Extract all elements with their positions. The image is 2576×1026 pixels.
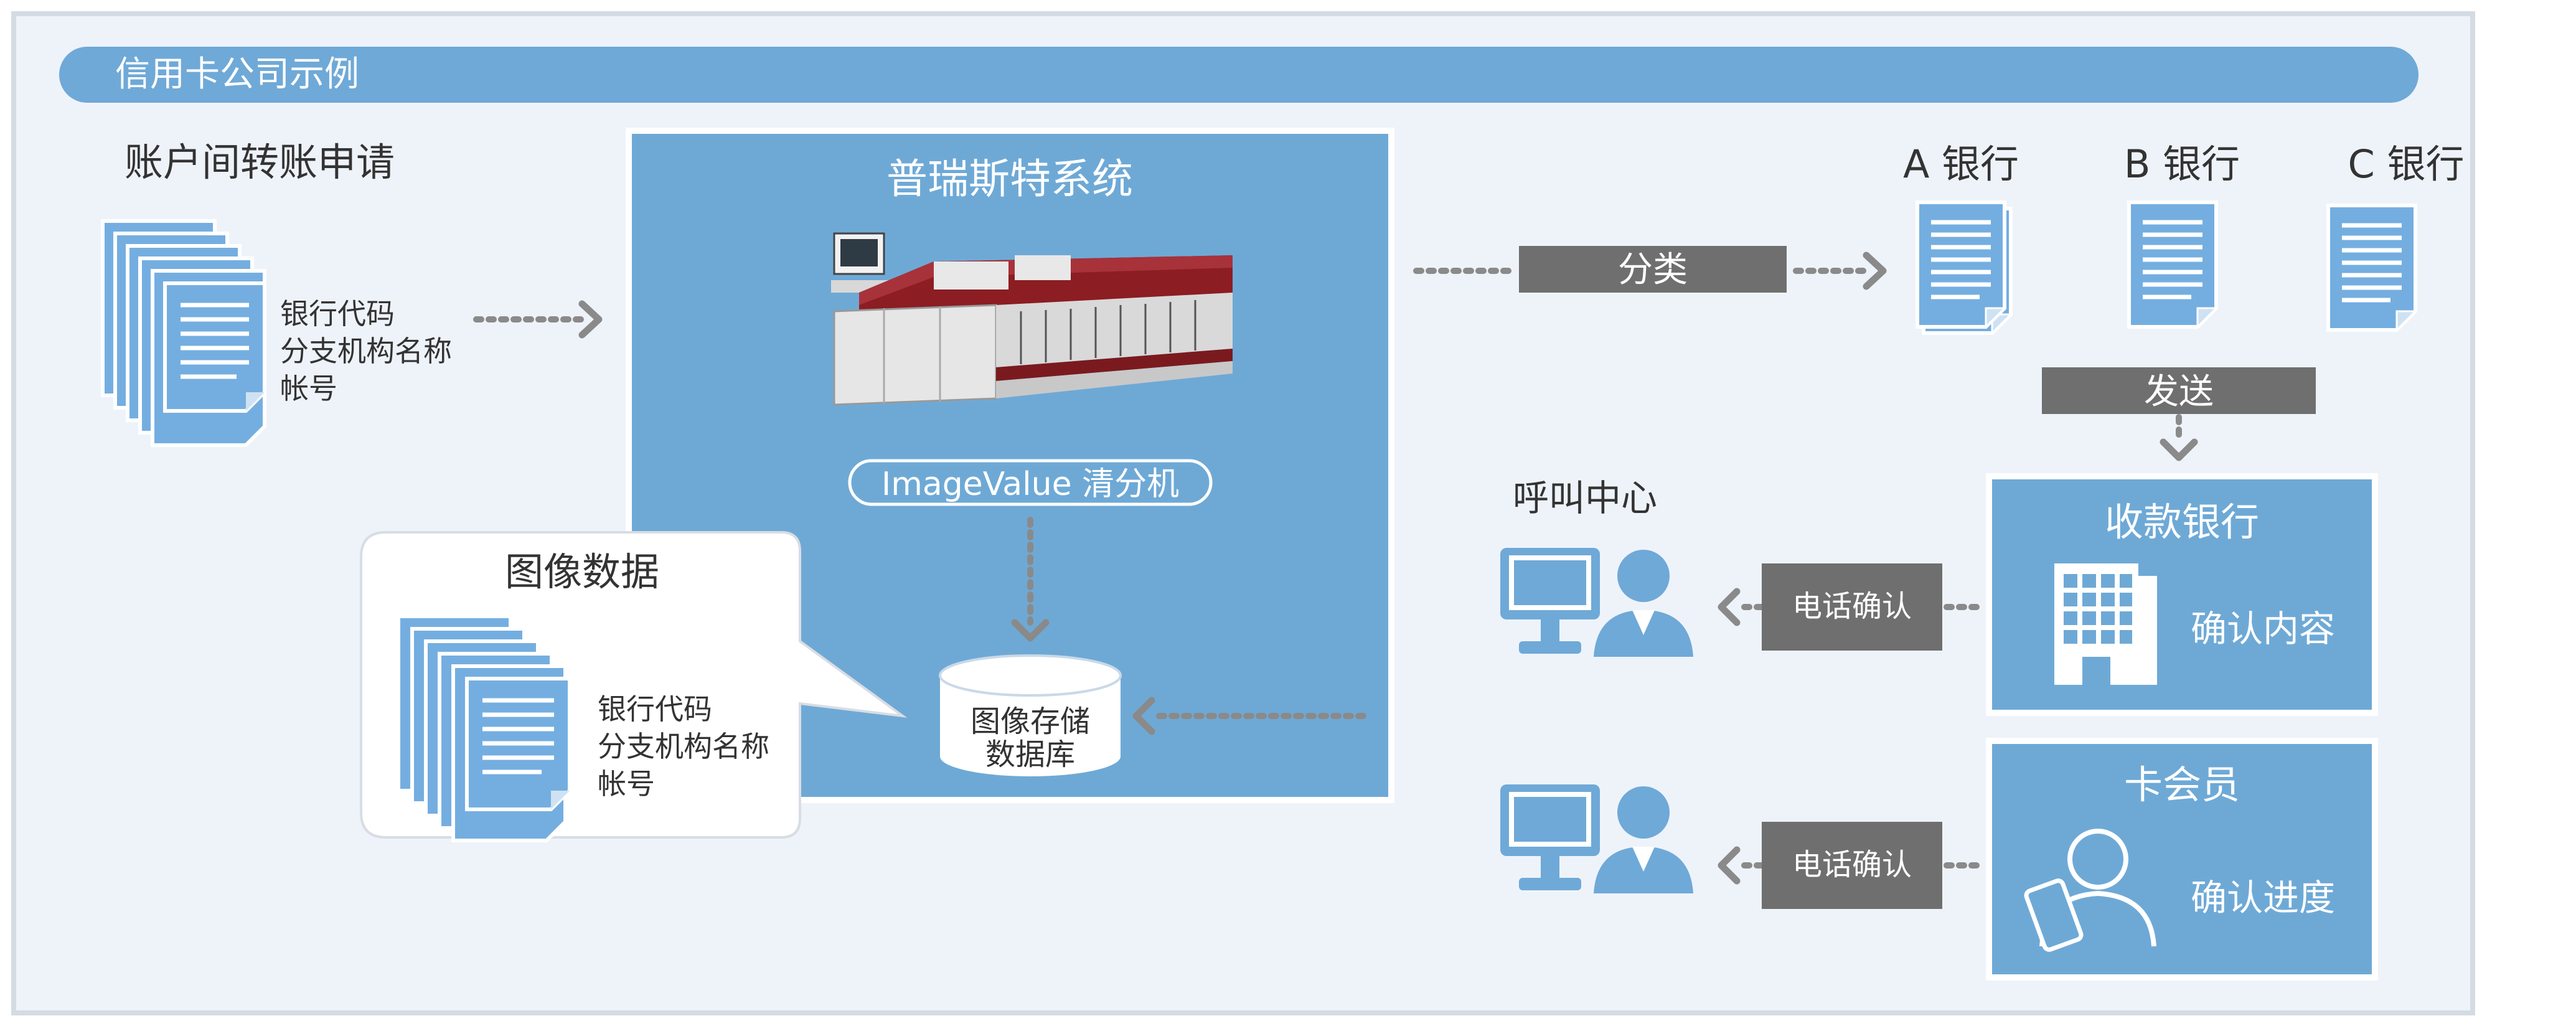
receiving-bank-action: 确认内容 (2191, 608, 2335, 650)
phone-confirm-label-1: 电话确认 (1792, 589, 1912, 624)
phone-confirm-label-2: 电话确认 (1792, 847, 1912, 882)
image-data-line-branch: 分支机构名称 (598, 730, 769, 763)
request-line-bank-code: 银行代码 (280, 297, 395, 331)
machine-label-pill (848, 459, 1213, 506)
send-label-box (2042, 367, 2316, 414)
person-with-phone-icon (2024, 829, 2156, 952)
arrow-phone-confirm-2 (1718, 846, 1980, 885)
database-cylinder-icon (939, 654, 1122, 776)
sort-label: 分类 (1618, 250, 1688, 290)
send-label: 发送 (2144, 372, 2214, 412)
call-center-title: 呼叫中心 (1513, 477, 1657, 519)
bank-a-label: A 银行 (1903, 141, 2019, 187)
arrow-machine-to-database (1011, 517, 1050, 642)
arrow-send (2160, 414, 2198, 461)
image-data-doc-stack-icon (398, 616, 571, 840)
phone-confirm-box-1 (1762, 563, 1942, 651)
receiving-bank-box (1986, 473, 2378, 716)
arrow-phone-confirm-1 (1718, 588, 1980, 626)
card-member-title: 卡会员 (2124, 762, 2240, 807)
office-building-icon (2054, 563, 2157, 685)
request-line-account: 帐号 (280, 372, 337, 405)
bank-c-doc-icon (2328, 205, 2415, 330)
request-doc-stack-icon (103, 221, 266, 445)
sort-label-box (1519, 246, 1787, 293)
request-title: 账户间转账申请 (125, 139, 395, 185)
arrow-request-to-system (473, 300, 603, 339)
bank-c-label: C 银行 (2348, 141, 2465, 187)
database-line-2: 数据库 (985, 737, 1075, 772)
card-member-action: 确认进度 (2191, 877, 2335, 919)
receiving-bank-title: 收款银行 (2105, 499, 2259, 545)
arrow-sort (1413, 252, 1887, 290)
bank-a-doc-icon (1917, 202, 2011, 333)
image-data-line-bank-code: 银行代码 (598, 692, 712, 726)
bank-b-label: B 银行 (2124, 141, 2240, 187)
bank-b-doc-icon (2129, 202, 2216, 327)
database-line-1: 图像存储 (971, 704, 1090, 739)
header-bar (59, 47, 2419, 103)
phone-confirm-box-2 (1762, 822, 1942, 909)
image-data-line-account: 帐号 (598, 767, 655, 801)
header-title: 信用卡公司示例 (115, 54, 359, 95)
machine-label: ImageValue 清分机 (881, 466, 1179, 503)
image-data-title: 图像数据 (505, 549, 659, 595)
request-line-branch: 分支机构名称 (280, 334, 452, 368)
arrow-into-database (1132, 697, 1366, 735)
system-title: 普瑞斯特系统 (886, 155, 1133, 203)
sorter-machine-image (831, 232, 1233, 406)
